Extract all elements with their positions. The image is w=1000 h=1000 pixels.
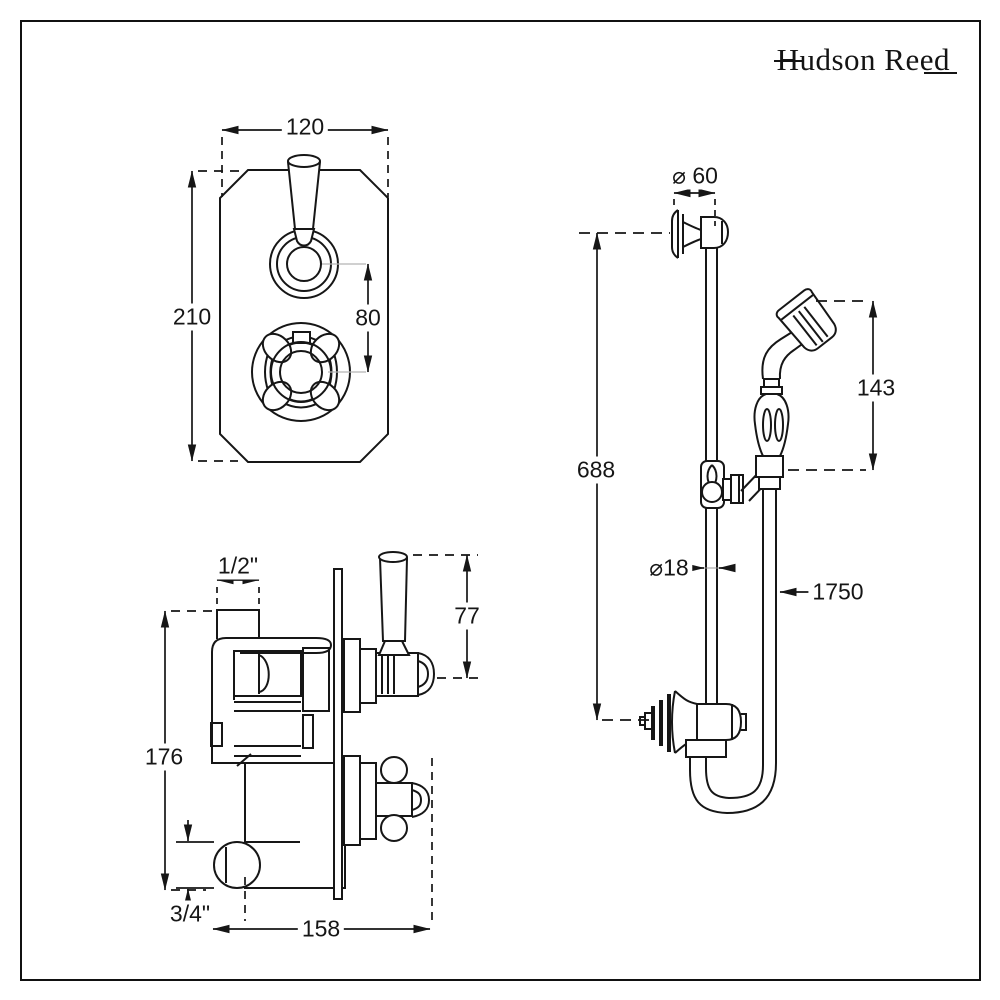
outlet-port — [214, 842, 260, 888]
dim-control-spacing: 80 — [351, 304, 385, 332]
faceplate-edge — [334, 569, 342, 899]
logo-strike-line — [773, 60, 802, 62]
dim-inlet-size: 1/2" — [213, 552, 263, 580]
dim-faceplate-height: 210 — [168, 303, 216, 331]
dim-lever-height: 77 — [450, 602, 484, 630]
dim-handset-length: 143 — [852, 374, 900, 402]
dim-rail-length: 688 — [572, 456, 620, 484]
dim-rail-diameter: ⌀18 — [645, 554, 693, 582]
inlet-port — [217, 610, 259, 639]
figure-slide-rail — [579, 188, 878, 813]
dim-body-depth: 158 — [297, 915, 345, 943]
lever-side — [380, 553, 407, 641]
dimensions-rail — [579, 188, 878, 720]
dim-body-height: 176 — [140, 743, 188, 771]
figure-valve-side — [160, 552, 478, 934]
cross-arm-top — [381, 757, 407, 783]
handset-holder — [756, 456, 783, 477]
hose — [690, 489, 776, 813]
page-border — [20, 20, 981, 981]
handset — [754, 287, 841, 456]
bracket-arm — [212, 638, 331, 653]
cross-arm-bottom — [381, 815, 407, 841]
dim-hose-length: 1750 — [808, 578, 868, 606]
brand-logo: Hudson Reed — [773, 42, 957, 77]
dim-faceplate-width: 120 — [281, 113, 329, 141]
bottom-outlet — [640, 691, 746, 757]
figure-valve-front — [187, 125, 388, 462]
faceplate-octagon — [220, 170, 388, 462]
dim-bracket-diameter: ⌀ 60 — [668, 162, 722, 190]
top-bracket — [672, 210, 728, 258]
temp-cartridge — [376, 783, 412, 816]
slider — [701, 456, 783, 508]
dim-outlet-size: 3/4" — [165, 900, 215, 928]
brand-logo-text: Hudson Reed — [776, 42, 950, 77]
logo-underline-line — [924, 72, 957, 74]
